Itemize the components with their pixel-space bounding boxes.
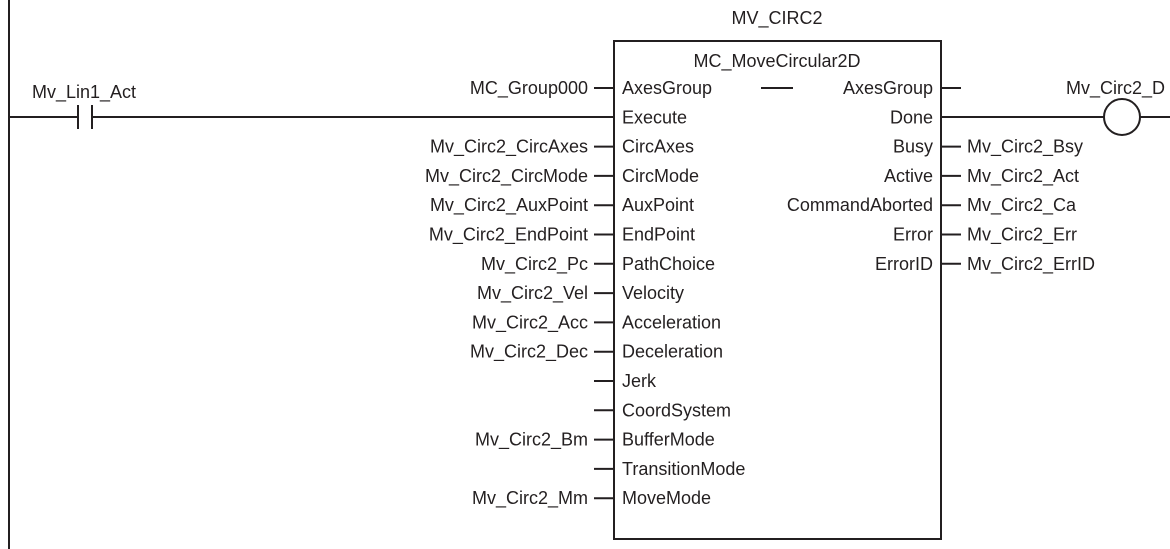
input-variable-axes-group: MC_Group000 [470,78,588,99]
output-pin-active: Active [884,166,933,186]
output-pin-command-aborted: CommandAborted [787,195,933,215]
input-variable-circ-mode: Mv_Circ2_CircMode [425,166,588,187]
output-variable-active: Mv_Circ2_Act [967,166,1079,187]
contact-label: Mv_Lin1_Act [32,82,136,103]
output-pin-done: Done [890,107,933,127]
output-variable-command-aborted: Mv_Circ2_Ca [967,195,1077,216]
coil-label: Mv_Circ2_D [1066,78,1165,99]
input-pin-velocity: Velocity [622,283,684,303]
input-pin-coord-system: CoordSystem [622,400,731,420]
input-pin-end-point: EndPoint [622,225,695,245]
function-block-box[interactable] [613,40,942,540]
input-pin-axes-group: AxesGroup [622,78,712,98]
input-pin-move-mode: MoveMode [622,488,711,508]
input-variable-velocity: Mv_Circ2_Vel [477,283,588,304]
input-pin-execute: Execute [622,107,687,127]
input-pin-jerk: Jerk [622,371,657,391]
input-pin-acceleration: Acceleration [622,312,721,332]
normally-open-contact[interactable] [77,105,93,129]
input-variable-circ-axes: Mv_Circ2_CircAxes [430,137,588,158]
input-variable-aux-point: Mv_Circ2_AuxPoint [430,195,588,216]
output-pin-axes-group: AxesGroup [843,78,933,98]
input-pin-circ-mode: CircMode [622,166,699,186]
fb-type-name: MC_MoveCircular2D [693,51,860,72]
output-variable-busy: Mv_Circ2_Bsy [967,137,1083,158]
output-pin-error: Error [893,225,933,245]
output-coil[interactable] [1103,98,1141,136]
input-variable-acceleration: Mv_Circ2_Acc [472,312,588,333]
output-variable-error-id: Mv_Circ2_ErrID [967,254,1095,275]
output-variable-error: Mv_Circ2_Err [967,225,1077,246]
fb-input-pins: AxesGroupMC_Group000ExecuteCircAxesMv_Ci… [425,78,745,509]
fb-instance-name: MV_CIRC2 [731,8,822,29]
input-variable-path-choice: Mv_Circ2_Pc [481,254,588,275]
input-variable-buffer-mode: Mv_Circ2_Bm [475,430,588,451]
input-pin-circ-axes: CircAxes [622,137,694,157]
input-pin-aux-point: AuxPoint [622,195,694,215]
input-variable-move-mode: Mv_Circ2_Mm [472,488,588,509]
input-pin-buffer-mode: BufferMode [622,430,715,450]
input-pin-transition-mode: TransitionMode [622,459,745,479]
input-variable-deceleration: Mv_Circ2_Dec [470,342,588,363]
output-pin-busy: Busy [893,137,933,157]
input-pin-path-choice: PathChoice [622,254,715,274]
input-pin-deceleration: Deceleration [622,342,723,362]
input-variable-end-point: Mv_Circ2_EndPoint [429,225,588,246]
output-pin-error-id: ErrorID [875,254,933,274]
